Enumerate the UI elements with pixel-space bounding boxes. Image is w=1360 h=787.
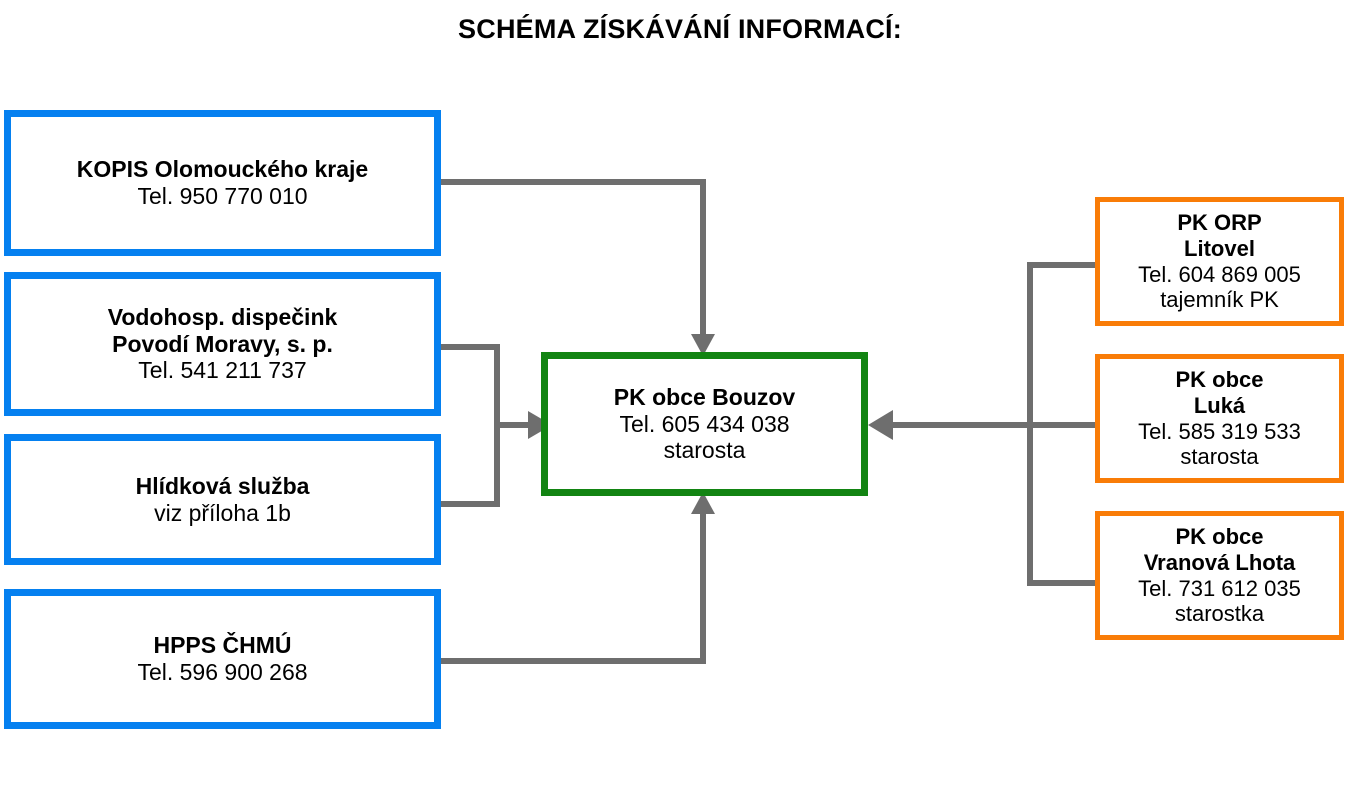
node-hlidkova-sluzba[interactable]: Hlídková služba viz příloha 1b [4, 434, 441, 565]
node-pk-orp-litovel-phone: Tel. 604 869 005 [1138, 261, 1301, 287]
node-pk-orp-litovel-title-2: Litovel [1184, 235, 1255, 261]
node-pk-obce-bouzov-role: starosta [663, 437, 746, 464]
connector-sources-mid-to-center [441, 344, 552, 507]
node-hlidkova-sluzba-title: Hlídková služba [135, 472, 310, 499]
node-kopis-title: KOPIS Olomouckého kraje [76, 156, 369, 183]
node-pk-obce-bouzov-title: PK obce Bouzov [613, 383, 796, 410]
node-vodohosp-phone: Tel. 541 211 737 [138, 357, 307, 384]
node-pk-orp-litovel[interactable]: PK ORP Litovel Tel. 604 869 005 tajemník… [1095, 197, 1344, 326]
node-pk-obce-vranova-lhota-phone: Tel. 731 612 035 [1138, 575, 1301, 601]
node-pk-obce-luka[interactable]: PK obce Luká Tel. 585 319 533 starosta [1095, 354, 1344, 483]
node-pk-obce-luka-title-2: Luká [1193, 392, 1246, 418]
node-vodohosp-title: Vodohosp. dispečink [107, 303, 338, 330]
node-pk-obce-vranova-lhota[interactable]: PK obce Vranová Lhota Tel. 731 612 035 s… [1095, 511, 1344, 640]
node-pk-obce-vranova-lhota-role: starostka [1174, 601, 1265, 627]
node-pk-obce-vranova-lhota-title-2: Vranová Lhota [1143, 549, 1296, 575]
node-kopis-phone: Tel. 950 770 010 [137, 183, 308, 209]
connector-partners-to-center [868, 262, 1095, 586]
node-pk-obce-luka-title: PK obce [1175, 367, 1264, 393]
node-pk-obce-vranova-lhota-title: PK obce [1175, 524, 1264, 550]
node-kopis[interactable]: KOPIS Olomouckého kraje Tel. 950 770 010 [4, 110, 441, 256]
node-pk-obce-luka-phone: Tel. 585 319 533 [1138, 418, 1301, 444]
node-hpps-chmu-title: HPPS ČHMÚ [153, 632, 292, 659]
node-pk-orp-litovel-title: PK ORP [1177, 210, 1262, 236]
node-hpps-chmu[interactable]: HPPS ČHMÚ Tel. 596 900 268 [4, 589, 441, 729]
node-pk-obce-luka-role: starosta [1180, 444, 1259, 470]
connector-kopis-to-center [441, 179, 715, 356]
node-pk-orp-litovel-role: tajemník PK [1160, 287, 1279, 313]
node-vodohosp-title-2: Povodí Moravy, s. p. [112, 330, 333, 357]
node-hpps-chmu-phone: Tel. 596 900 268 [137, 659, 308, 685]
node-pk-obce-bouzov-phone: Tel. 605 434 038 [619, 410, 790, 437]
node-pk-obce-bouzov[interactable]: PK obce Bouzov Tel. 605 434 038 starosta [541, 352, 868, 496]
node-hlidkova-sluzba-note: viz příloha 1b [154, 499, 291, 526]
connector-hpps-to-center [441, 492, 715, 664]
node-vodohosp[interactable]: Vodohosp. dispečink Povodí Moravy, s. p.… [4, 272, 441, 416]
page-title: SCHÉMA ZÍSKÁVÁNÍ INFORMACÍ: [458, 14, 902, 44]
